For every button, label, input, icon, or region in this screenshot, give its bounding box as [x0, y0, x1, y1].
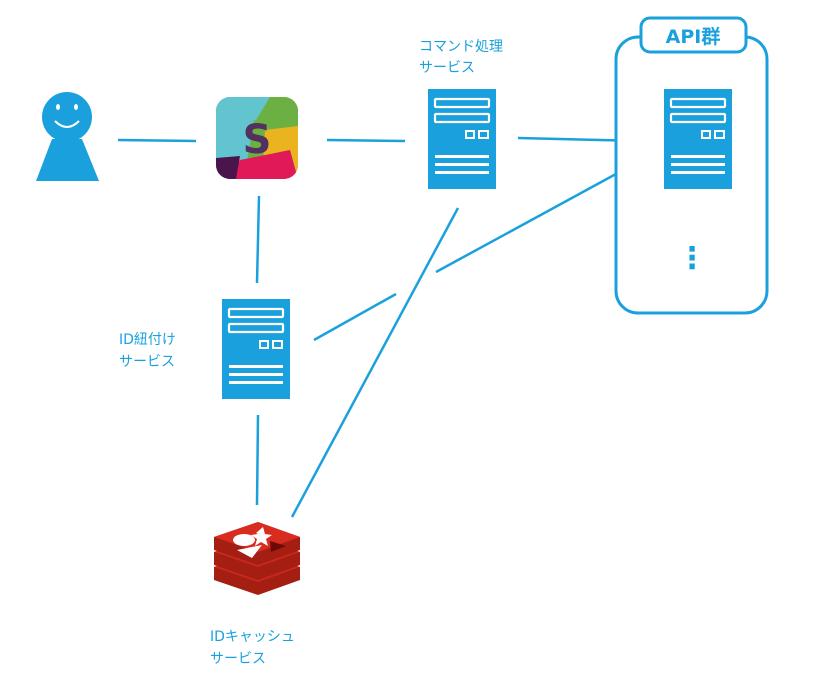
edge-command-redis [290, 207, 460, 518]
id-cache-service-label-line1: IDキャッシュ [210, 629, 295, 645]
command-service-node: コマンド処理 サービス [419, 39, 503, 189]
redis-logo-icon [214, 522, 300, 595]
connections [117, 136, 641, 518]
user-icon [36, 92, 99, 181]
edge-idlink-redis [255, 414, 260, 506]
api-group-ellipsis: ⋮ [677, 241, 707, 276]
edge-idlink-segment [313, 292, 397, 342]
server-icon [222, 299, 290, 399]
id-cache-service-node: IDキャッシュ サービス [210, 522, 300, 667]
edge-user-slack [117, 138, 197, 143]
id-link-service-label-line1: ID紐付け [119, 332, 176, 348]
command-service-label-line2: サービス [419, 60, 475, 76]
edge-slack-idlink [255, 195, 261, 284]
slack-logo-icon: S [216, 97, 298, 179]
api-group: API群 ⋮ [614, 16, 769, 315]
id-link-service-label-line2: サービス [119, 354, 175, 370]
api-group-title: API群 [666, 25, 721, 48]
server-icon [428, 89, 496, 189]
slack-letter: S [243, 117, 272, 163]
command-service-label-line1: コマンド処理 [419, 39, 503, 55]
edge-api-idlink [435, 160, 639, 274]
id-link-service-node: ID紐付け サービス [119, 299, 290, 399]
edge-slack-command [326, 138, 406, 143]
server-icon [664, 89, 732, 189]
id-cache-service-label-line2: サービス [210, 651, 266, 667]
